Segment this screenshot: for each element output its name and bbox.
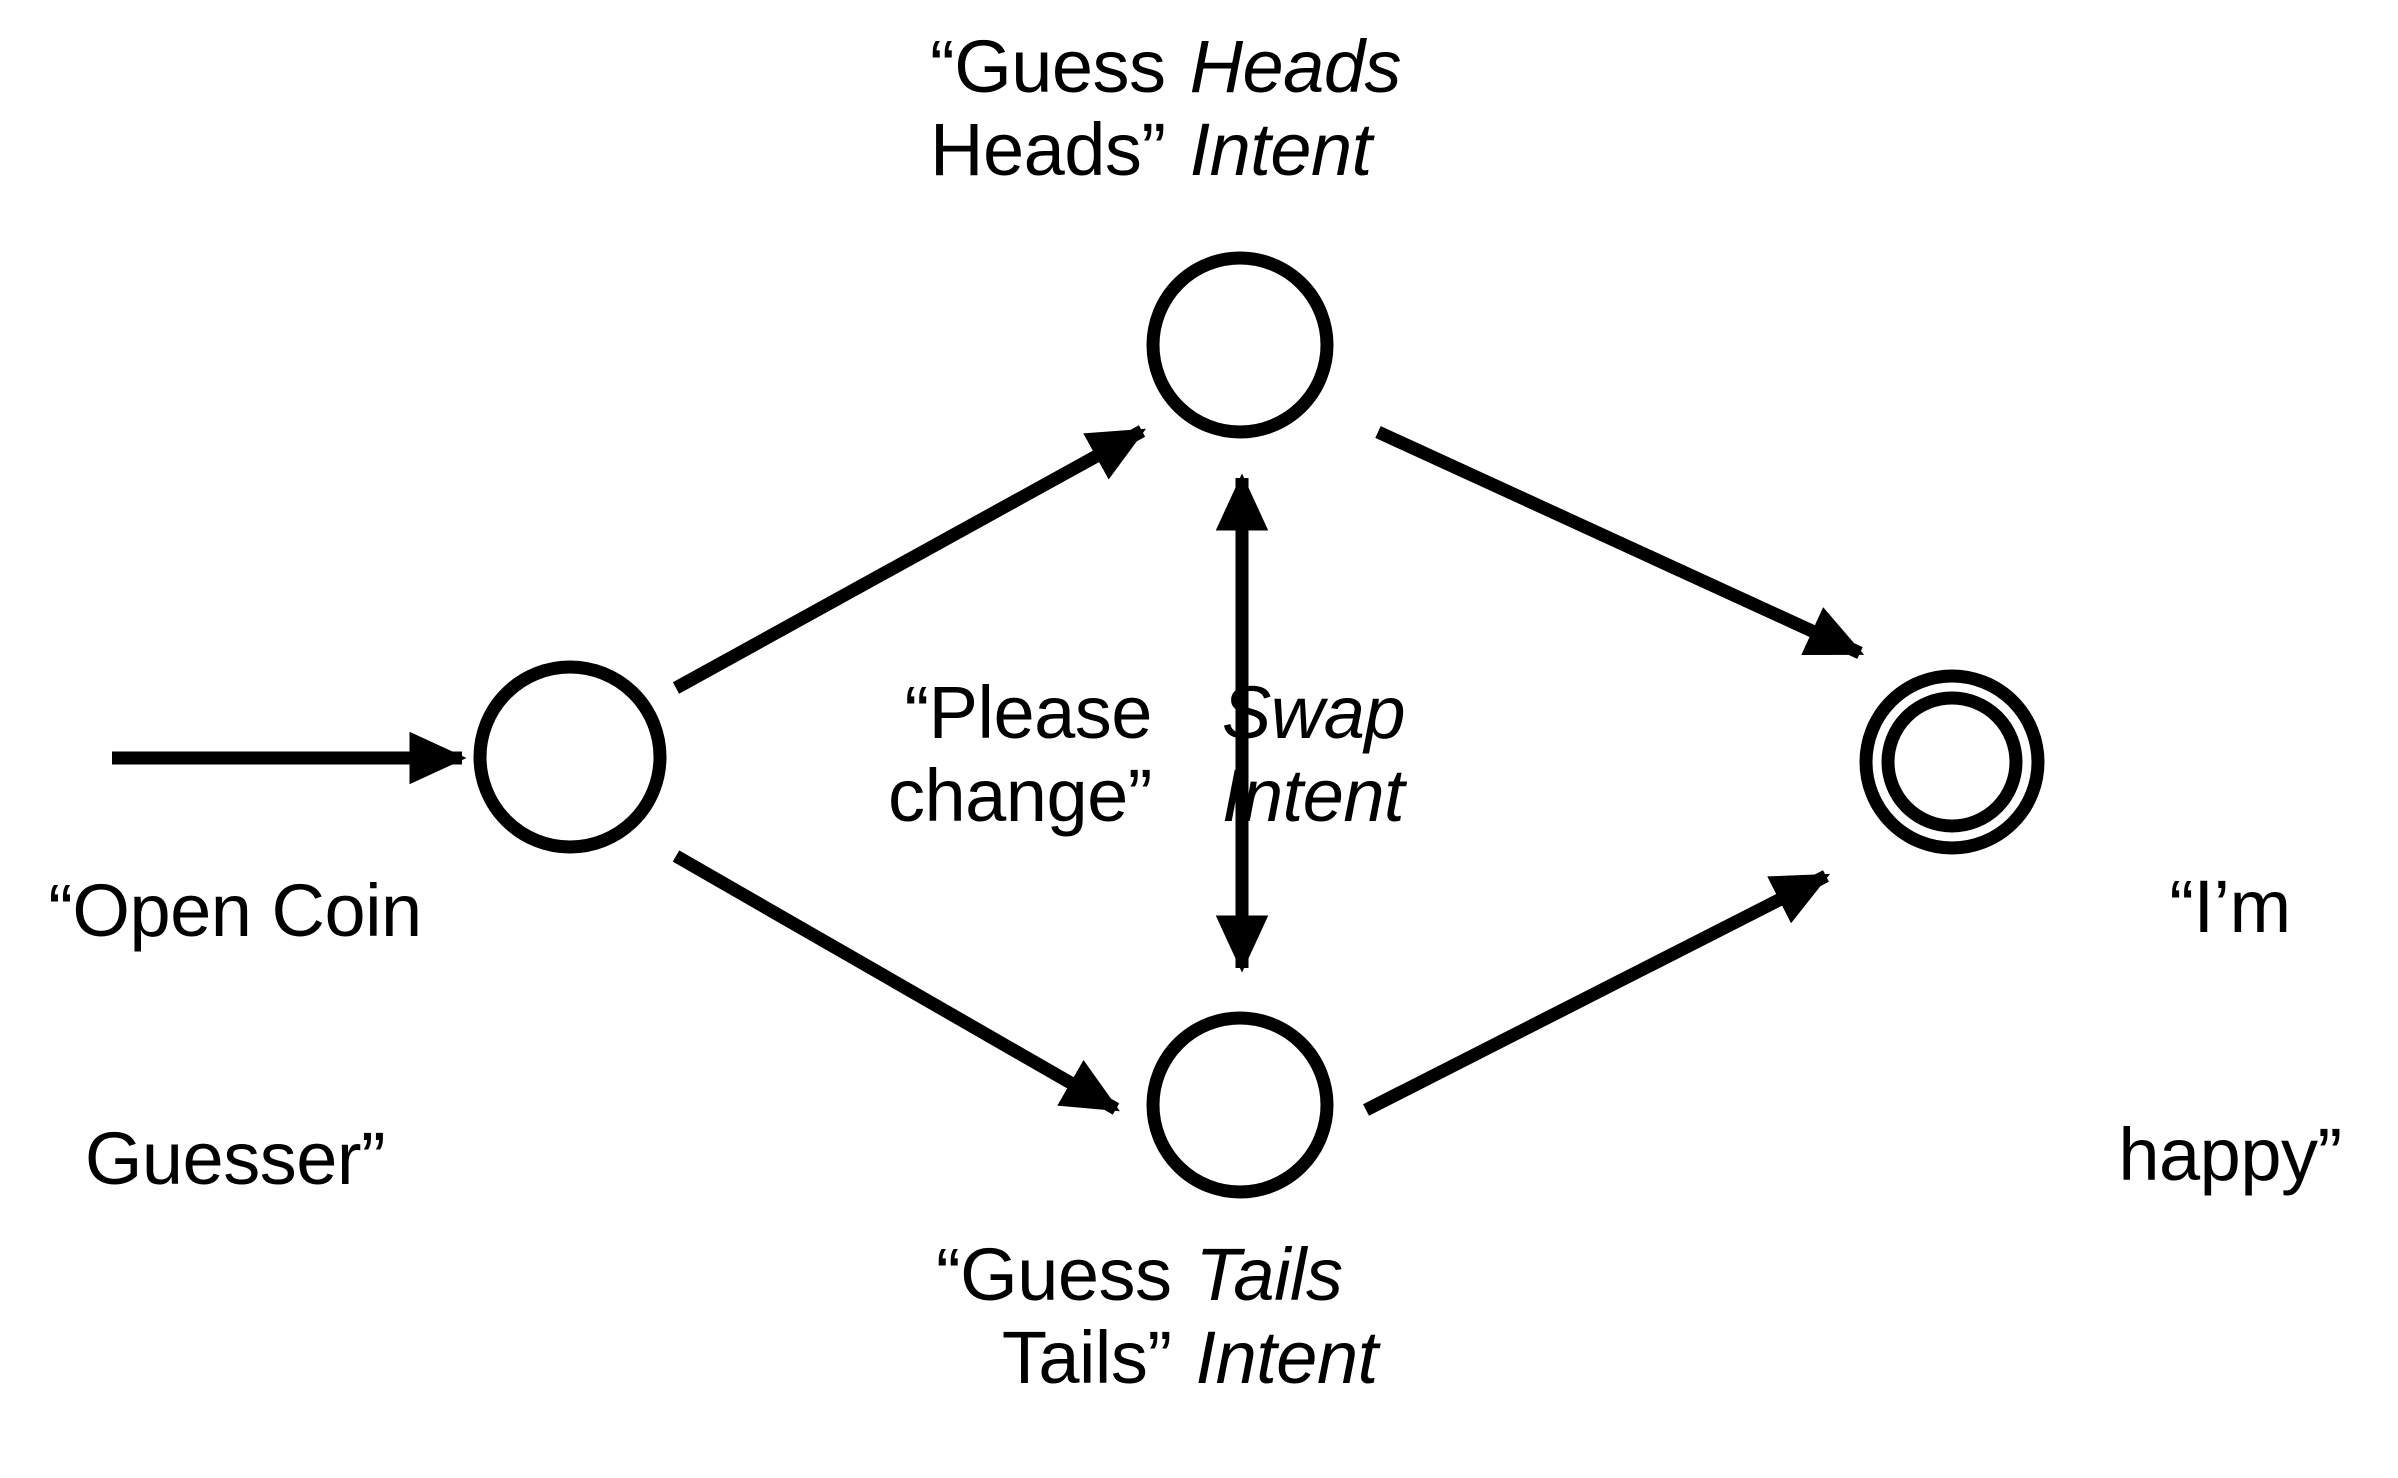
transition-label-swap: “Please change” Swap Intent bbox=[888, 671, 1406, 838]
utterance-tails: “Guess Tails” bbox=[936, 1233, 1172, 1400]
arrow-start-to-heads bbox=[672, 425, 1147, 694]
arrow-heads-to-confirm bbox=[1375, 426, 1865, 659]
transition-label-launch: “Open Coin Guesser” Launch Intent bbox=[0, 538, 470, 1478]
intent-heads-line2: Intent bbox=[1189, 107, 1373, 191]
utterance-confirm-line2: happy” bbox=[2118, 1113, 2342, 1197]
intent-tails-line1: Tails bbox=[1195, 1233, 1343, 1316]
intent-tails: Tails Intent bbox=[1195, 1233, 1379, 1400]
utterance-confirm-line1: “I’m bbox=[2169, 864, 2291, 948]
utterance-swap-line1: “Please bbox=[904, 671, 1153, 754]
state-node-start[interactable] bbox=[473, 660, 667, 854]
intent-tails-line2: Intent bbox=[1195, 1315, 1379, 1399]
utterance-launch: “Open Coin Guesser” bbox=[0, 704, 470, 1367]
utterance-swap: “Please change” bbox=[888, 671, 1153, 838]
arrow-tails-to-confirm bbox=[1363, 870, 1831, 1116]
utterance-heads-line1: “Guess bbox=[930, 25, 1166, 108]
intent-swap: Swap Intent bbox=[1221, 671, 1406, 838]
state-node-tails[interactable] bbox=[1146, 1011, 1334, 1199]
utterance-heads-line2: Heads” bbox=[930, 107, 1166, 191]
intent-heads-line1: Heads bbox=[1189, 25, 1402, 108]
utterance-heads: “Guess Heads” bbox=[930, 25, 1166, 192]
utterance-swap-line2: change” bbox=[888, 753, 1152, 837]
state-node-confirm-inner-ring bbox=[1881, 691, 2023, 833]
utterance-confirm: “I’m happy” bbox=[2070, 700, 2390, 1363]
intent-heads: Heads Intent bbox=[1189, 25, 1402, 192]
state-node-heads[interactable] bbox=[1146, 251, 1334, 439]
intent-swap-line1: Swap bbox=[1221, 671, 1406, 754]
utterance-tails-line1: “Guess bbox=[936, 1233, 1172, 1316]
transition-label-guess-heads: “Guess Heads” Heads Intent bbox=[930, 25, 1402, 192]
transition-label-guess-tails: “Guess Tails” Tails Intent bbox=[936, 1233, 1379, 1400]
intent-swap-line2: Intent bbox=[1221, 753, 1405, 837]
transition-label-confirm: “I’m happy” Confirm Intent bbox=[2070, 534, 2390, 1478]
arrow-start-to-tails bbox=[672, 850, 1120, 1115]
utterance-launch-line1: “Open Coin bbox=[48, 868, 422, 952]
utterance-tails-line2: Tails” bbox=[1001, 1315, 1172, 1399]
utterance-launch-line2: Guesser” bbox=[84, 1117, 386, 1201]
